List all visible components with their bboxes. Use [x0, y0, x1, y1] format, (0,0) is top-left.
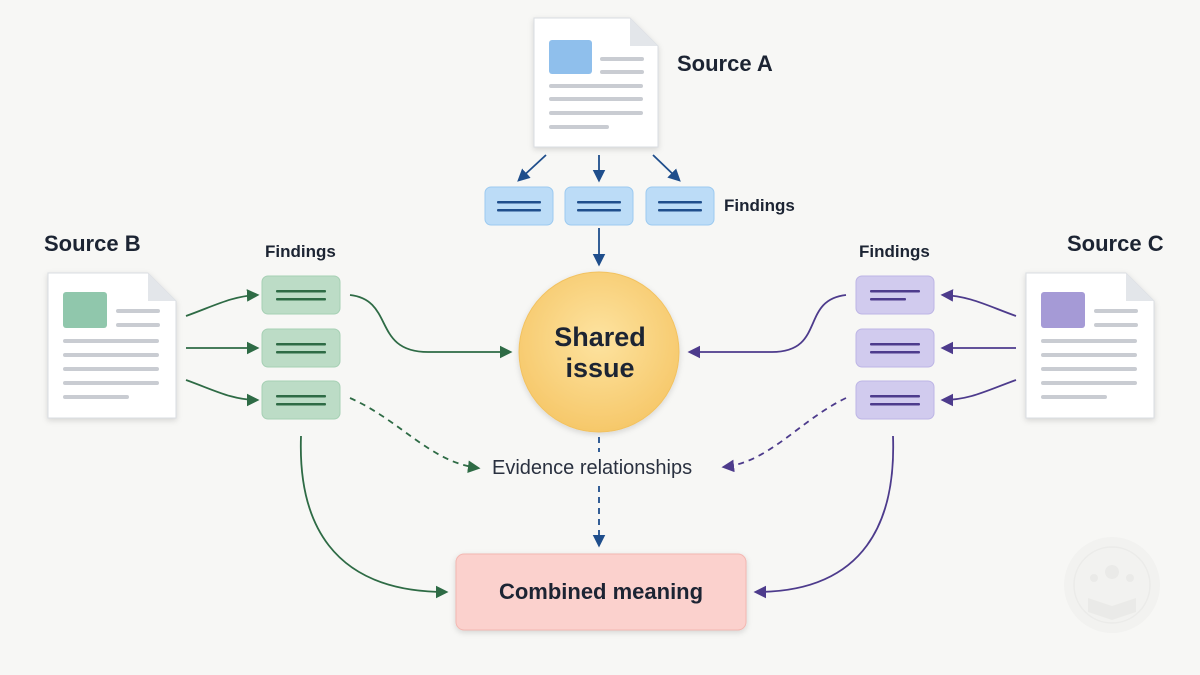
source-a-document-icon — [533, 17, 659, 148]
combined-meaning-label: Combined meaning — [498, 579, 704, 604]
source-b-document-icon — [47, 272, 177, 419]
finding-c-2 — [855, 328, 935, 368]
arrow-b-to-finding-1 — [185, 289, 260, 317]
findings-a-label: Findings — [724, 196, 795, 215]
finding-a-1 — [484, 186, 554, 226]
arrow-a-to-finding-3 — [652, 154, 681, 182]
arrow-finding-c-to-evidence — [721, 397, 847, 473]
finding-a-3 — [645, 186, 715, 226]
findings-c-label: Findings — [859, 242, 930, 261]
arrow-a-to-finding-1 — [517, 154, 547, 182]
finding-b-1 — [261, 275, 341, 315]
arrow-c-to-finding-1 — [940, 289, 1017, 317]
finding-c-1 — [855, 275, 935, 315]
finding-b-2 — [261, 328, 341, 368]
watermark-logo-icon — [1064, 537, 1160, 633]
shared-issue-hub — [518, 271, 680, 433]
arrow-finding-c-to-combined — [753, 435, 895, 599]
source-b-title: Source B — [44, 231, 141, 256]
evidence-relationships-label: Evidence relationships — [492, 457, 693, 479]
shared-issue-label: Shared issue — [554, 322, 646, 383]
source-c-title: Source C — [1067, 231, 1164, 256]
arrow-finding-b-to-hub — [349, 294, 513, 359]
combined-meaning-box — [455, 553, 747, 631]
source-c-document-icon — [1025, 272, 1155, 419]
finding-c-3 — [855, 380, 935, 420]
arrow-finding-b-to-evidence — [349, 397, 481, 473]
finding-b-3 — [261, 380, 341, 420]
arrow-c-to-finding-3 — [940, 379, 1017, 407]
arrow-b-to-finding-3 — [185, 379, 260, 407]
findings-b-label: Findings — [265, 242, 336, 261]
arrow-finding-c-to-hub — [687, 294, 847, 359]
source-a-title: Source A — [677, 51, 773, 76]
arrow-finding-b-to-combined — [299, 435, 449, 599]
finding-a-2 — [564, 186, 634, 226]
